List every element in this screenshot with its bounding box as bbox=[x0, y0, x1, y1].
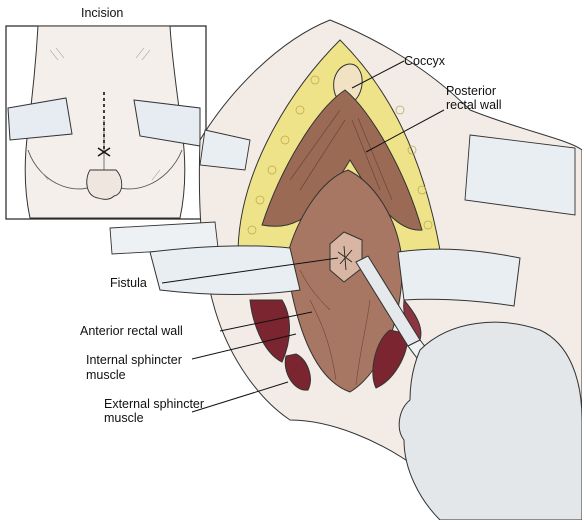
label-coccyx: Coccyx bbox=[404, 54, 445, 68]
inset-panel bbox=[5, 25, 207, 220]
inset-title: Incision bbox=[81, 6, 124, 20]
label-internal-sphincter-line2: muscle bbox=[86, 368, 126, 382]
label-posterior-rectal-wall-line2: rectal wall bbox=[446, 98, 502, 112]
retractors bbox=[149, 245, 521, 307]
label-internal-sphincter-line1: Internal sphincter bbox=[86, 353, 182, 367]
sphincter-muscles bbox=[249, 298, 422, 391]
label-anterior-rectal-wall: Anterior rectal wall bbox=[80, 324, 183, 338]
gloved-hand bbox=[398, 321, 582, 520]
label-posterior-rectal-wall-line1: Posterior bbox=[446, 84, 497, 98]
label-fistula: Fistula bbox=[110, 276, 147, 290]
label-external-sphincter-line1: External sphincter bbox=[104, 397, 205, 411]
leader-lines bbox=[161, 60, 445, 413]
label-external-sphincter-line2: muscle bbox=[104, 411, 144, 425]
